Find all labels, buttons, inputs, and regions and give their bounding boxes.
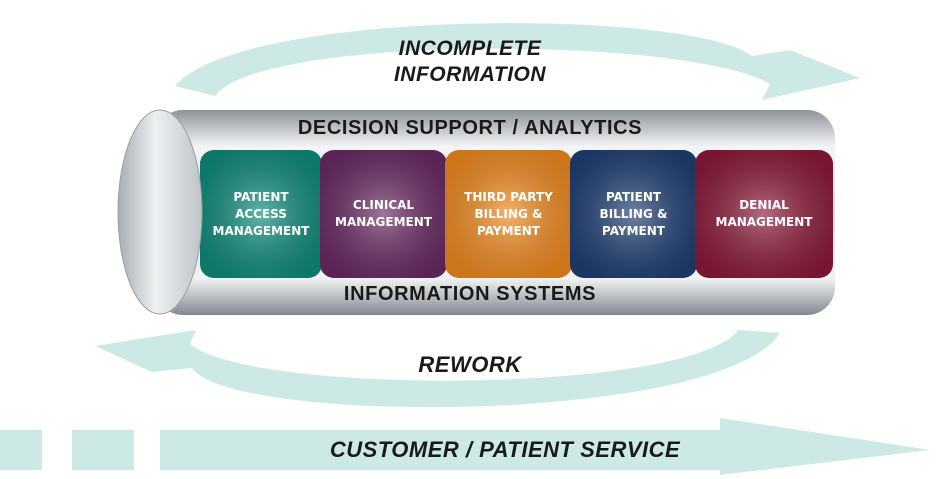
clinical-management-label-line: MANAGEMENT: [335, 215, 432, 229]
incomplete-information-arrow: [175, 23, 860, 100]
patient-access-management-segment-shading: [200, 150, 322, 278]
decision-support-band-label: DECISION SUPPORT / ANALYTICS: [297, 117, 643, 139]
patient-billing-payment-label: PATIENT BILLING & PAYMENT: [570, 150, 697, 278]
patient-access-management-label: PATIENT ACCESS MANAGEMENT: [200, 150, 322, 278]
rework-label: REWORK: [418, 352, 522, 377]
third-party-billing-payment-label-line: THIRD PARTY: [464, 189, 553, 204]
service-arrow-block-2: [72, 430, 134, 470]
information-systems-band-label: INFORMATION SYSTEMS: [343, 283, 597, 305]
incomplete-label-line1: INCOMPLETE: [398, 37, 542, 60]
clinical-management-label: CLINICAL MANAGEMENT: [320, 150, 447, 278]
third-party-billing-payment-label-line: PAYMENT: [477, 223, 540, 238]
patient-billing-payment-label-line: BILLING &: [599, 206, 668, 221]
clinical-management-label-line: CLINICAL: [352, 198, 415, 212]
rework-arrow: [95, 330, 780, 408]
denial-management-label: DENIAL MANAGEMENT: [695, 150, 833, 278]
incomplete-information-label: INCOMPLETE INFORMATION: [300, 36, 640, 88]
service-arrow-body: [160, 418, 930, 475]
third-party-billing-payment-label-line: BILLING &: [474, 206, 543, 221]
clinical-management-segment-shading: [320, 150, 447, 278]
third-party-billing-payment-label: THIRD PARTY BILLING & PAYMENT: [445, 150, 572, 278]
third-party-billing-payment-segment-shading: [445, 150, 572, 278]
patient-access-management-label-line: PATIENT: [233, 189, 289, 204]
cylinder-cap: [117, 109, 203, 315]
denial-management-segment-shading: [695, 150, 833, 278]
incomplete-label-line2: INFORMATION: [393, 63, 547, 86]
service-arrow-block-1: [0, 430, 42, 470]
patient-billing-payment-segment-shading: [570, 150, 697, 278]
patient-billing-payment-label-line: PATIENT: [605, 189, 662, 204]
customer-patient-service-label: CUSTOMER / PATIENT SERVICE: [329, 437, 681, 462]
denial-management-label-line: DENIAL: [739, 198, 789, 212]
patient-billing-payment-label-line: PAYMENT: [602, 223, 665, 238]
patient-access-management-label-line: MANAGEMENT: [212, 223, 310, 238]
patient-access-management-label-line: ACCESS: [235, 206, 287, 221]
denial-management-label-line: MANAGEMENT: [715, 215, 813, 229]
